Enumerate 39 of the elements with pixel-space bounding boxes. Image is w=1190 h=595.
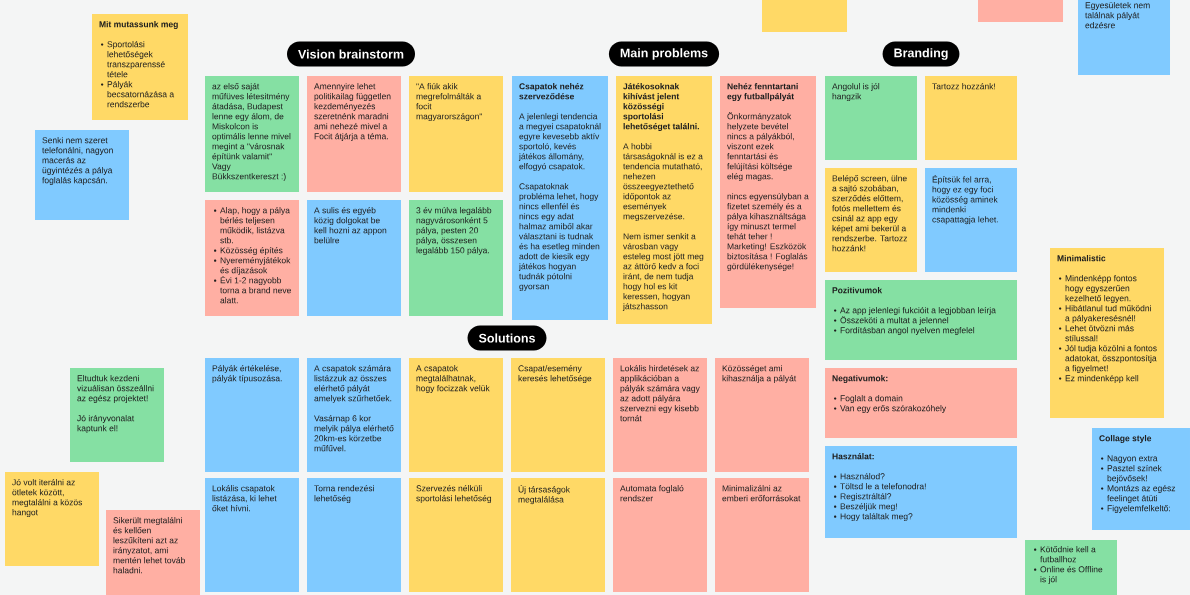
sticky-note: A csapatok számára listázzuk az összes elérhető pályát amelyek szűrhetőek. Vasárnap 6 kor melyik pálya elérhető 20km-es körzetbe műfűvel. (307, 358, 401, 472)
sticky-note: Szervezés nélküli sportolási lehetőség (409, 478, 503, 592)
sticky-note: az első saját műfüves létesitmény átadása, Budapest lenne egy álom, de Miskolcon is optimális lenne mivel megint a "városnak építünk valamit" Vagy Bükkszentkereszt :) (205, 76, 299, 192)
sticky-note (978, 0, 1063, 22)
sticky-note: "A fiúk akik megrefolmálták a focit magyarországon" (409, 76, 503, 192)
sticky-note: Közösséget ami kihasználja a pályát (715, 358, 809, 472)
sticky-note: Pályák értékelése, pályák típusozása. (205, 358, 299, 472)
sticky-note: Kötődnie kell a futballhoz Online és Offline is jól (1025, 540, 1117, 595)
sticky-note: Lokális csapatok listázása, ki lehet őket hívni. (205, 478, 299, 592)
sticky-note: Pozitivumok Az app jelenlegi fukcióit a legjobban leírja Összeköti a multat a jelennel Fordításban angol nyelven megfelel (825, 280, 1017, 360)
sticky-note: Eltudtuk kezdeni vizuálisan összeállni az egész projektet! Jó irányvonalat kaptunk el! (70, 368, 164, 462)
sticky-note: A csapatok megtalálhatnak, hogy focizzak velük (409, 358, 503, 472)
sticky-note: Senki nem szeret telefonálni, nagyon macerás az ügyintézés a pálya foglalás kapcsán. (35, 130, 129, 220)
sticky-note: 3 év múlva legalább nagyvárosonként 5 pálya, pesten 20 pálya, összesen legalább 150 pálya. (409, 200, 503, 316)
sticky-note: Építsük fel arra, hogy ez egy foci közösség aminek mindenki csapattagja lehet. (925, 168, 1017, 272)
sticky-note: Torna rendezési lehetőség (307, 478, 401, 592)
sticky-note: Angolul is jól hangzik (825, 76, 917, 160)
sticky-note: Használat: Használod? Töltsd le a telefonodra! Regisztráltál? Beszéljük meg! Hogy találtak meg? (825, 446, 1017, 538)
sticky-note: Minimalistic Mindenképp fontos hogy egyszerűen kezelhető legyen. Hibátlanul tud működni a pályakeresésnél! Lehet ötvözni más stílussal! Jól tudja közölni a fontos adatokat, összpontosítja a figyelmet! Ez mindenképp kell (1050, 248, 1164, 418)
sticky-note: Csapat/esemény keresés lehetősége (511, 358, 605, 472)
sticky-note: Egyesületek nem találnak pályát edzésre (1078, 0, 1170, 75)
sticky-note: Collage style Nagyon extra Pasztel színek bejövősek! Montázs az egész feelinget átüti Figyelemfelkeltő: (1092, 428, 1190, 530)
sticky-note: Amennyire lehet politikailag független kezdeményezés szeretnénk maradni ami nehezé mivel a Focit átjárja a téma. (307, 76, 401, 192)
sticky-note: Jó volt iterálni az ötletek között, megtalálni a közös hangot (5, 472, 99, 566)
sticky-note: Lokális hirdetések az applikációban a pályák számára vagy az adott pályára szervezni egy kisebb tornát (613, 358, 707, 472)
sticky-note: Alap, hogy a pálya bérlés teljesen működik, listázva stb. Közösség építés Nyereményjátékok és díjazások Évi 1-2 nagyobb torna a brand neve alatt. (205, 200, 299, 316)
sticky-note: Nehéz fenntartani egy futballpályát Önkormányzatok helyzete bevétel nincs a pályákból, viszont ezek fenntartási és felújítási költsége elég magas. nincs egyensúlyban a fizetet személy és a pálya kihasználtsága így minuszt termel tehát teher ! Marketing! Eszközök biztosítása ! Foglalás gördülékenysége! (720, 76, 816, 308)
sticky-note (762, 0, 847, 32)
sticky-note: Automata foglaló rendszer (613, 478, 707, 592)
sticky-note: Új társaságok megtalálása (511, 478, 605, 592)
sticky-note: Belépő screen, ülne a sajtó szobában, szerződés előttem, fotós mellettem és csinál az app egy képet ami bekerül a rendszerbe. Tartozz hozzánk! (825, 168, 917, 272)
sticky-note: Tartozz hozzánk! (925, 76, 1017, 160)
sticky-note: Játékosoknak kihívást jelent közösségi sportolási lehetőséget találni. A hobbi társaságoknál is ez a tendencia mutatható, nehezen összeegyeztethető időpontok az események megszervezése. Nem ismer senkit a városban vagy esteleg most jött meg az áttörő kedv a foci iránt, de nem tudja hogy hol es kit keressen, hogyan játszhasson (616, 76, 712, 324)
sticky-note: Negativumok: Foglalt a domain Van egy erős szórakozóhely (825, 368, 1017, 438)
sticky-note: Mit mutassunk meg Sportolási lehetőségek transzparenssé tétele Pályák becsatornázása a rendszerbe (92, 14, 188, 120)
sticky-note: Csapatok nehéz szerveződése A jelenlegi tendencia a megyei csapatoknál egyre kevesebb aktív sportoló, kevés játékos állomány, elfogyó csapatok. Csapatoknak probléma lehet, hogy nincs ellenfél és nincs egy adat halmaz amiből akar választani is tudnak és ha esetleg minden adott de kiesik egy játékos hogyan tudnák pótolni gyorsan (512, 76, 608, 320)
sticky-note: Minimalizálni az emberi erőforrásokat (715, 478, 809, 592)
sticky-note: A sulis és egyéb közig dolgokat be kell hozni az appon belülre (307, 200, 401, 316)
sticky-note: Sikerült megtalálni és kellően leszűkíteni azt az irányzatot, ami mentén lehet továb haladni. (106, 510, 200, 595)
